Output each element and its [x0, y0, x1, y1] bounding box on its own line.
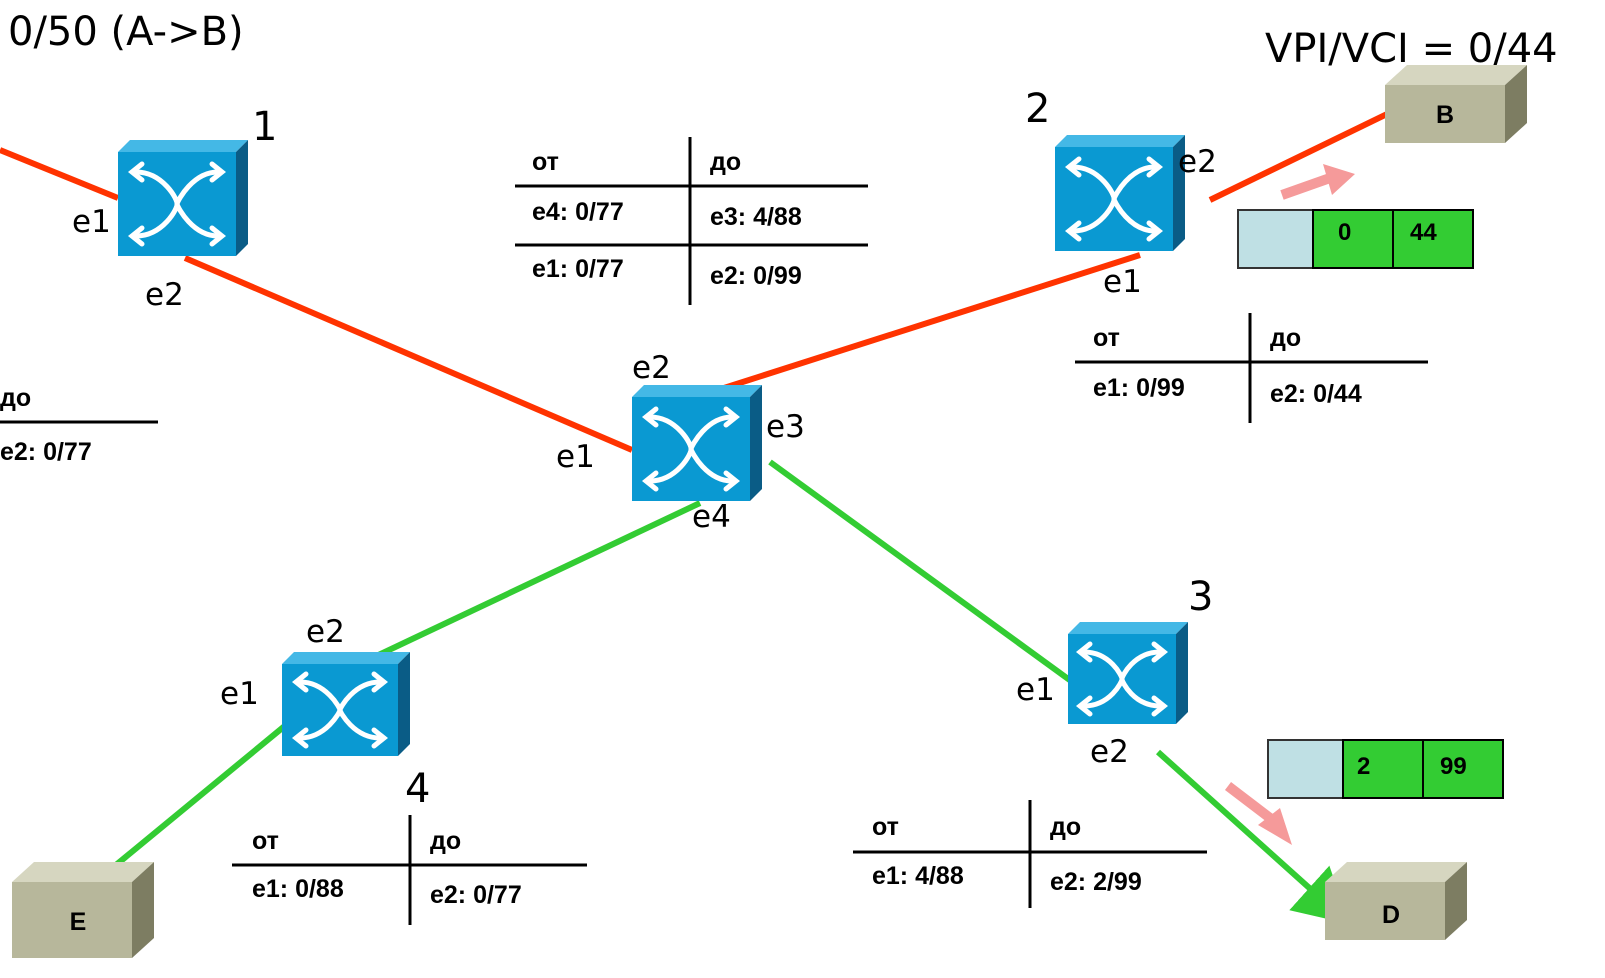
switch-arrows-icon — [641, 406, 741, 492]
cell-vci-value: 44 — [1410, 219, 1437, 246]
green-path — [86, 459, 1350, 925]
vc-path-label: 0/50 (A->B) — [8, 9, 244, 55]
switch-4[interactable] — [282, 652, 410, 756]
atm-cell-to-D: 2 99 — [1267, 739, 1504, 799]
switching-table-4: от до e1: 0/88 e2: 0/77 — [232, 815, 587, 925]
switch-3[interactable] — [1068, 622, 1188, 724]
switching-table-1-partial: до e2: 0/77 — [0, 384, 158, 466]
switch-2-port-e1: e1 — [1103, 264, 1142, 300]
table-cell-to: e3: 4/88 — [710, 203, 802, 231]
switch-center[interactable] — [632, 385, 762, 501]
link-E-s4 — [86, 717, 294, 891]
switch-center-port-e4: e4 — [692, 499, 731, 535]
link-off-to-s1 — [0, 147, 120, 201]
red-path — [0, 95, 1422, 453]
host-D[interactable]: D — [1325, 862, 1467, 940]
link-center-s3 — [768, 459, 1095, 700]
switch-arrows-icon — [1075, 641, 1169, 717]
direction-arrow-icon — [1224, 782, 1292, 845]
table-header-from: от — [252, 827, 279, 855]
table-cell-from: e4: 0/77 — [532, 198, 624, 226]
switch-arrows-icon — [127, 161, 227, 247]
host-B[interactable]: B — [1385, 65, 1527, 143]
host-B-label: B — [1436, 101, 1454, 129]
switch-1-number: 1 — [252, 104, 277, 150]
switch-4-port-e2: e2 — [306, 614, 345, 650]
host-D-label: D — [1382, 901, 1400, 929]
direction-arrow-icon — [1280, 164, 1355, 200]
switch-4-number: 4 — [405, 766, 430, 812]
switch-1[interactable] — [118, 140, 248, 256]
switch-arrows-icon — [291, 671, 389, 749]
switch-center-port-e1: e1 — [556, 439, 595, 475]
host-E-label: E — [70, 908, 87, 936]
switch-4-port-e1: e1 — [220, 676, 259, 712]
switch-2[interactable] — [1055, 135, 1185, 251]
vpi-vci-label: VPI/VCI = 0/44 — [1265, 26, 1558, 72]
cell-vpi-value: 2 — [1357, 753, 1370, 780]
table-cell-from: e1: 0/88 — [252, 875, 344, 903]
table-cell-to: e2: 2/99 — [1050, 868, 1142, 896]
table-cell-from: e1: 0/77 — [532, 255, 624, 283]
switch-2-port-e2: e2 — [1178, 144, 1217, 180]
table-header-from: от — [532, 148, 559, 176]
table-header-to: до — [430, 827, 461, 855]
table-cell-from: e1: 4/88 — [872, 862, 964, 890]
table-header-to: до — [0, 384, 31, 412]
table-cell-to: e2: 0/44 — [1270, 380, 1362, 408]
switch-arrows-icon — [1064, 156, 1164, 242]
cell-vci-value: 99 — [1440, 753, 1467, 780]
switch-center-port-e3: e3 — [766, 409, 805, 445]
switch-center-port-e2: e2 — [632, 350, 671, 386]
link-s1-center — [183, 255, 634, 453]
table-cell-to: e2: 0/77 — [430, 881, 522, 909]
switching-table-center: от до e4: 0/77 e3: 4/88 e1: 0/77 e2: 0/9… — [515, 137, 868, 305]
table-header-to: до — [710, 148, 741, 176]
table-header-to: до — [1270, 324, 1301, 352]
cell-vpi-value: 0 — [1338, 219, 1351, 246]
switch-3-number: 3 — [1188, 574, 1213, 620]
switch-1-port-e1: e1 — [72, 204, 111, 240]
host-E[interactable]: E — [12, 862, 154, 958]
link-s4-center — [351, 500, 702, 670]
switch-3-port-e2: e2 — [1090, 734, 1129, 770]
table-header-to: до — [1050, 813, 1081, 841]
link-s3-D — [1155, 749, 1350, 925]
link-center-s2 — [701, 252, 1141, 398]
atm-cell-to-B: 0 44 — [1237, 209, 1474, 269]
switch-3-port-e1: e1 — [1016, 672, 1055, 708]
table-cell-to: e2: 0/77 — [0, 438, 92, 466]
table-header-from: от — [872, 813, 899, 841]
switching-table-2: от до e1: 0/99 e2: 0/44 — [1075, 313, 1428, 423]
switch-2-number: 2 — [1025, 86, 1050, 132]
table-cell-to: e2: 0/99 — [710, 262, 802, 290]
switch-1-port-e2: e2 — [145, 277, 184, 313]
table-cell-from: e1: 0/99 — [1093, 374, 1185, 402]
switching-table-3: от до e1: 4/88 e2: 2/99 — [853, 800, 1207, 908]
table-header-from: от — [1093, 324, 1120, 352]
